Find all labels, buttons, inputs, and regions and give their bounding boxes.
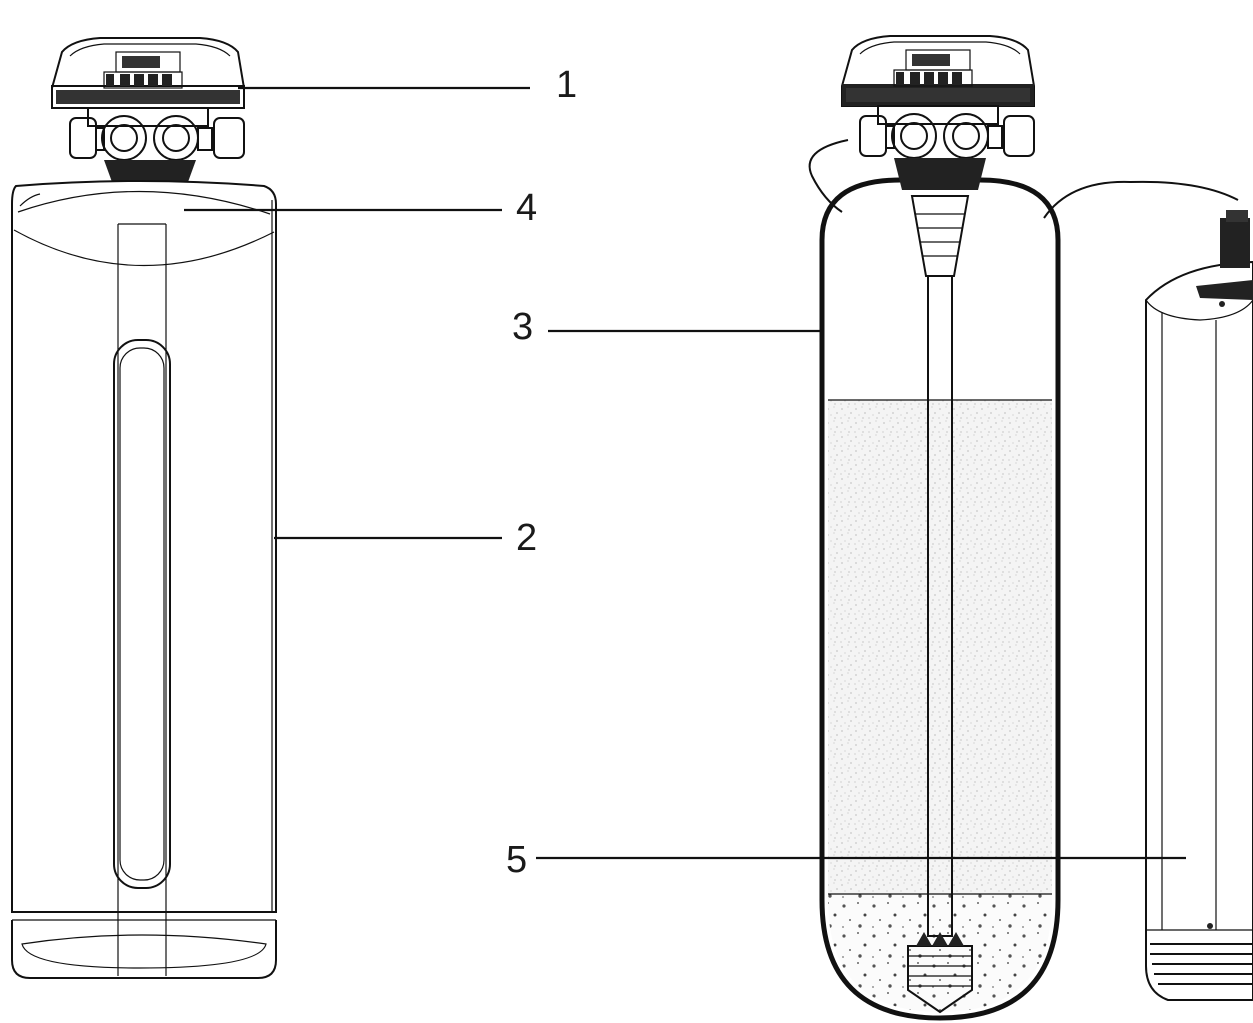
- control-valve-icon: [51, 37, 245, 182]
- cabinet-softener: [11, 37, 277, 979]
- callout-label-3: 3: [512, 306, 533, 348]
- resin-tank-icon: [819, 177, 1061, 1021]
- brine-tank-icon: [1145, 210, 1253, 1001]
- callout-5: 5: [506, 839, 1186, 881]
- callout-1: 1: [238, 64, 577, 106]
- callout-label-2: 2: [516, 517, 537, 559]
- callout-label-1: 1: [556, 64, 577, 106]
- callout-3: 3: [512, 306, 820, 348]
- callout-2: 2: [274, 517, 537, 559]
- control-valve-icon: [841, 35, 1035, 190]
- callout-label-4: 4: [516, 187, 537, 229]
- tank-softener: [808, 35, 1253, 1021]
- callout-label-5: 5: [506, 839, 527, 881]
- callout-4: 4: [184, 187, 537, 229]
- cabinet-icon: [11, 180, 277, 979]
